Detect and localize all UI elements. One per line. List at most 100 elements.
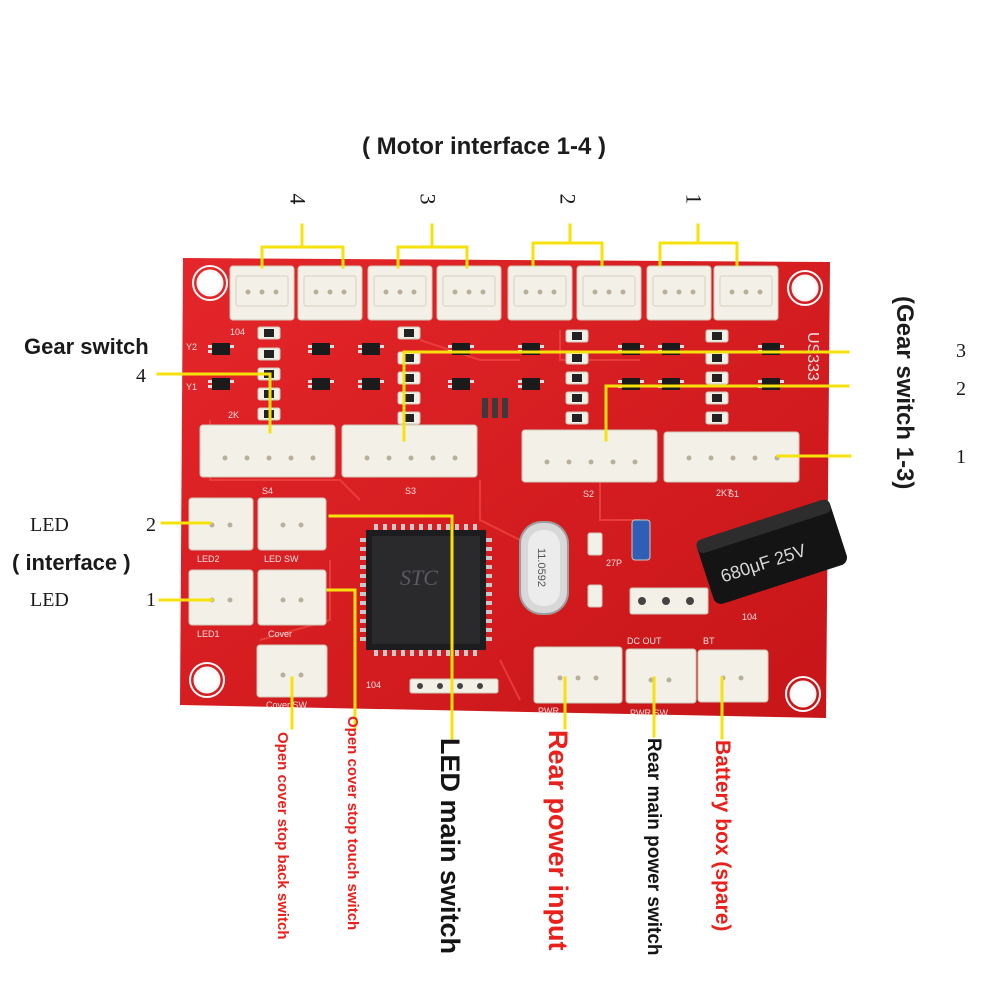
svg-text:S1: S1 [728,489,739,499]
svg-text:Cover: Cover [268,629,292,639]
resistor [705,371,729,385]
leader-lines [156,223,852,740]
led-row-1-name: LED [30,589,69,611]
open-cover-back-switch-label: Open cover stop back switch [274,732,291,940]
motor-connector [229,265,295,321]
cover-leader [326,588,357,730]
resistor [565,351,589,365]
connector-led-sw [257,497,327,551]
motor-connector [576,265,642,321]
motor-connector [713,265,779,321]
led-row-1-number: 1 [146,589,156,611]
led-row-2-name: LED [30,514,69,536]
transistor [518,378,544,390]
svg-text:Cover SW: Cover SW [266,700,308,710]
svg-text:BT: BT [703,636,715,646]
board-model-label: US333 [804,332,821,381]
svg-text:DC OUT: DC OUT [627,636,662,646]
transistor [208,378,234,390]
motor-connector [436,265,502,321]
resistor [705,329,729,343]
pin-header [482,398,508,418]
connector-s4 [199,424,336,478]
resistor [397,411,421,425]
resistor [565,329,589,343]
gear-switch-group-label: (Gear switch 1-3) [891,296,918,490]
gear-4-leader [156,372,272,434]
diagram-title: ( Motor interface 1-4 ) [362,133,607,160]
motor-connectors [229,265,779,321]
svg-text:LED2: LED2 [197,554,220,564]
electrolytic-capacitor: 680μF 25V [696,499,847,604]
resistor [397,351,421,365]
connector-bt [697,649,769,703]
svg-text:S3: S3 [405,486,416,496]
resistor-array [257,326,729,425]
motor-number-2: 2 [555,193,581,205]
gear-switch-number-4: 4 [136,365,146,387]
svg-text:S2: S2 [583,489,594,499]
svg-text:Y1: Y1 [186,382,197,392]
board-silkscreen: S4 S3 S2 S1 LED2 LED SW LED1 Cover Cover… [186,327,757,718]
transistor [308,378,334,390]
gear-2-leader [604,384,850,442]
small-capacitors [587,519,651,608]
svg-text:LED1: LED1 [197,629,220,639]
resistor [705,391,729,405]
battery-box-label: Battery box (spare) [711,740,734,932]
rear-power-input-label: Rear power input [543,730,573,951]
svg-text:S4: S4 [262,486,273,496]
resistor [705,351,729,365]
svg-text:PWR: PWR [538,706,559,716]
led-sw-leader [328,514,454,740]
svg-text:2K7: 2K7 [716,488,732,498]
motor-1-bracket [658,223,739,267]
transistor [448,378,474,390]
gear-3-leader [402,350,850,442]
crystal-oscillator: 11.0592 [519,521,569,615]
pad-row [409,678,499,694]
connector-pins [222,455,780,465]
svg-text:Y2: Y2 [186,342,197,352]
svg-text:LED SW: LED SW [264,554,299,564]
resistor [397,326,421,340]
svg-text:104: 104 [366,680,381,690]
resistor [705,411,729,425]
motor-connector [367,265,433,321]
gear-switch-number-1: 1 [956,446,966,468]
mount-hole [193,666,221,694]
gear-switch-label: Gear switch [24,334,149,359]
mount-hole [791,274,819,302]
mount-hole [789,680,817,708]
mount-hole [196,269,224,297]
motor-number-4: 4 [285,193,311,205]
transistor [208,343,234,355]
chip-label: STC [400,565,438,590]
connector-pwr-sw [625,648,697,704]
led-cover-connectors [188,497,769,704]
transistor [308,343,334,355]
microcontroller-chip: STC [360,524,492,656]
mounting-holes [193,269,819,708]
motor-number-1: 1 [681,193,707,205]
svg-text:104: 104 [230,327,245,337]
motor-number-3: 3 [415,193,441,205]
svg-text:2K: 2K [228,410,239,420]
gear-switch-number-2: 2 [956,378,966,400]
resistor [565,371,589,385]
open-cover-touch-switch-label: Open cover stop touch switch [344,716,361,931]
connector-led1 [188,569,254,626]
resistor [397,391,421,405]
resistor [257,326,281,340]
motor-4-bracket [260,223,345,269]
transistor [358,343,384,355]
gear-switch-connectors [199,424,800,483]
motor-connector [297,265,363,321]
motor-2-bracket [531,223,604,267]
svg-text:PWR SW: PWR SW [630,708,669,718]
motor-connector [507,265,573,321]
gear-switch-number-3: 3 [956,340,966,362]
transistor [358,378,384,390]
